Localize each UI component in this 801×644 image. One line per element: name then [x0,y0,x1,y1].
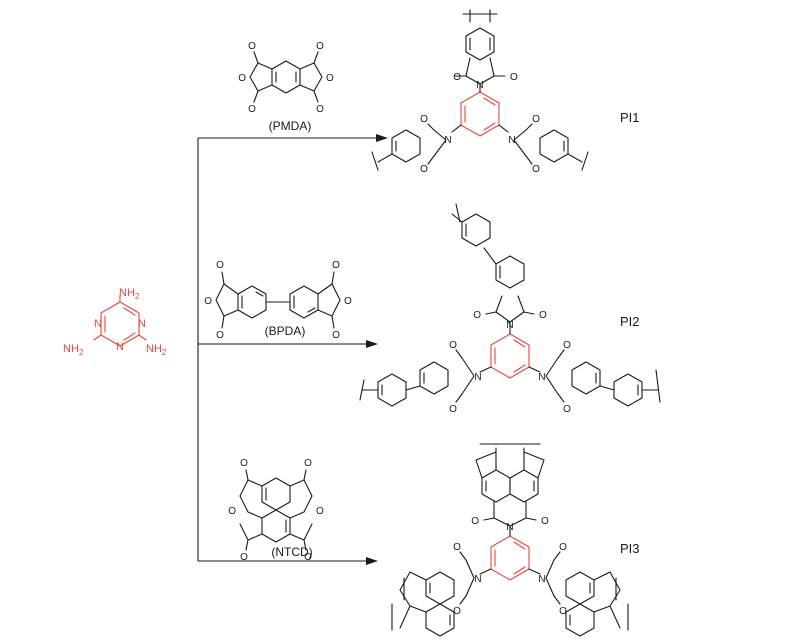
arrow-head [366,557,378,565]
oxygen-label: O [563,404,571,415]
oxygen-label: O [204,296,212,307]
oxygen-label: O [539,310,547,321]
nitrogen-label: N [506,320,513,331]
product-label-pi2: PI2 [620,314,640,329]
pi3-structure [391,443,629,637]
oxygen-label: O [326,73,334,84]
oxygen-label: O [563,340,571,351]
ntcd-structure [239,469,313,551]
oxygen-label: O [453,542,461,553]
amine-right-label: NH2 [146,343,167,357]
nitrogen-label: N [476,80,483,91]
oxygen-label: O [420,164,428,175]
ring-n-label: N [116,341,124,353]
oxygen-label: O [449,340,457,351]
oxygen-label: O [344,296,352,307]
oxygen-label: O [559,606,567,617]
oxygen-label: O [332,330,340,341]
product-label-pi1: PI1 [620,110,640,125]
oxygen-label: O [238,73,246,84]
oxygen-label: O [473,310,481,321]
ring-n-label: N [138,318,146,330]
nitrogen-label: N [538,574,545,585]
oxygen-label: O [532,164,540,175]
oxygen-label: O [449,404,457,415]
reagent-label-ntcd: (NTCD) [271,545,312,559]
oxygen-label: O [248,104,256,115]
pi2-structure [359,203,661,407]
oxygen-label: O [316,506,324,517]
amine-left-label: NH2 [63,343,84,357]
nitrogen-label: N [474,372,481,383]
reaction-arrows [197,134,388,565]
oxygen-label: O [471,516,479,527]
oxygen-label: O [453,606,461,617]
product-label-pi3: PI3 [620,541,640,556]
arrow-head [366,340,378,348]
arrow-head [376,134,388,142]
nitrogen-label: N [506,522,513,533]
ring-n-label: N [94,318,102,330]
oxygen-label: O [304,552,312,563]
nitrogen-label: N [508,135,515,146]
triazine-ring [93,294,147,347]
oxygen-label: O [532,114,540,125]
oxygen-label: O [248,41,256,52]
oxygen-label: O [216,260,224,271]
oxygen-label: O [228,506,236,517]
oxygen-label: O [559,542,567,553]
reagent-label-bpda: (BPDA) [265,324,306,338]
amine-top-label: NH2 [119,287,140,301]
reagent-label-pmda: (PMDA) [269,119,312,133]
pmda-structure [249,51,323,103]
nitrogen-label: N [444,135,451,146]
oxygen-label: O [332,260,340,271]
oxygen-label: O [216,330,224,341]
nitrogen-label: N [474,574,481,585]
oxygen-label: O [316,104,324,115]
nitrogen-label: N [538,372,545,383]
oxygen-label: O [304,458,312,469]
oxygen-label: O [541,516,549,527]
oxygen-label: O [420,114,428,125]
bpda-structure [215,271,341,329]
oxygen-label: O [453,72,461,83]
melamine-reactant: N N N NH2 NH2 NH2 [63,287,167,357]
oxygen-label: O [240,552,248,563]
oxygen-label: O [240,458,248,469]
oxygen-label: O [510,72,518,83]
pi1-structure [371,9,589,171]
oxygen-label: O [316,41,324,52]
